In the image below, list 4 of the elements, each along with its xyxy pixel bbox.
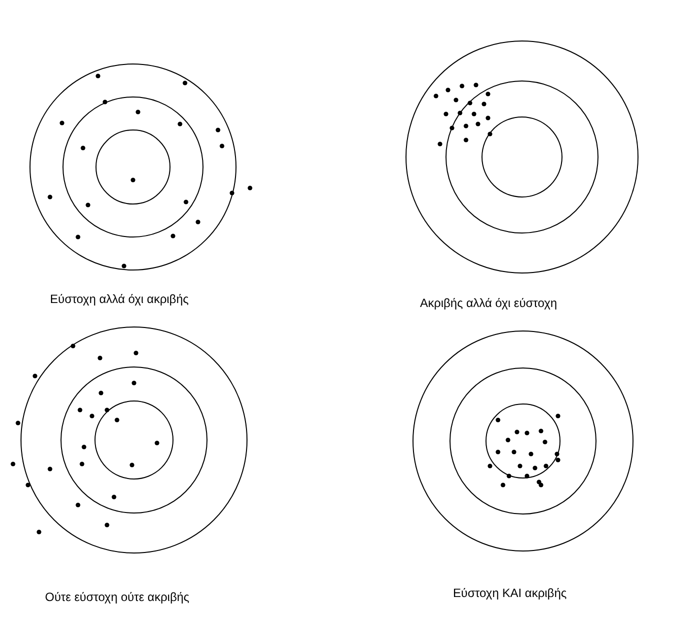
caption: Ακριβής αλλά όχι εύστοχη [420, 296, 558, 310]
caption: Εύστοχη αλλά όχι ακριβής [50, 292, 189, 306]
caption: Εύστοχη ΚΑΙ ακριβής [453, 586, 567, 600]
caption: Ούτε εύστοχη ούτε ακριβής [45, 590, 190, 604]
